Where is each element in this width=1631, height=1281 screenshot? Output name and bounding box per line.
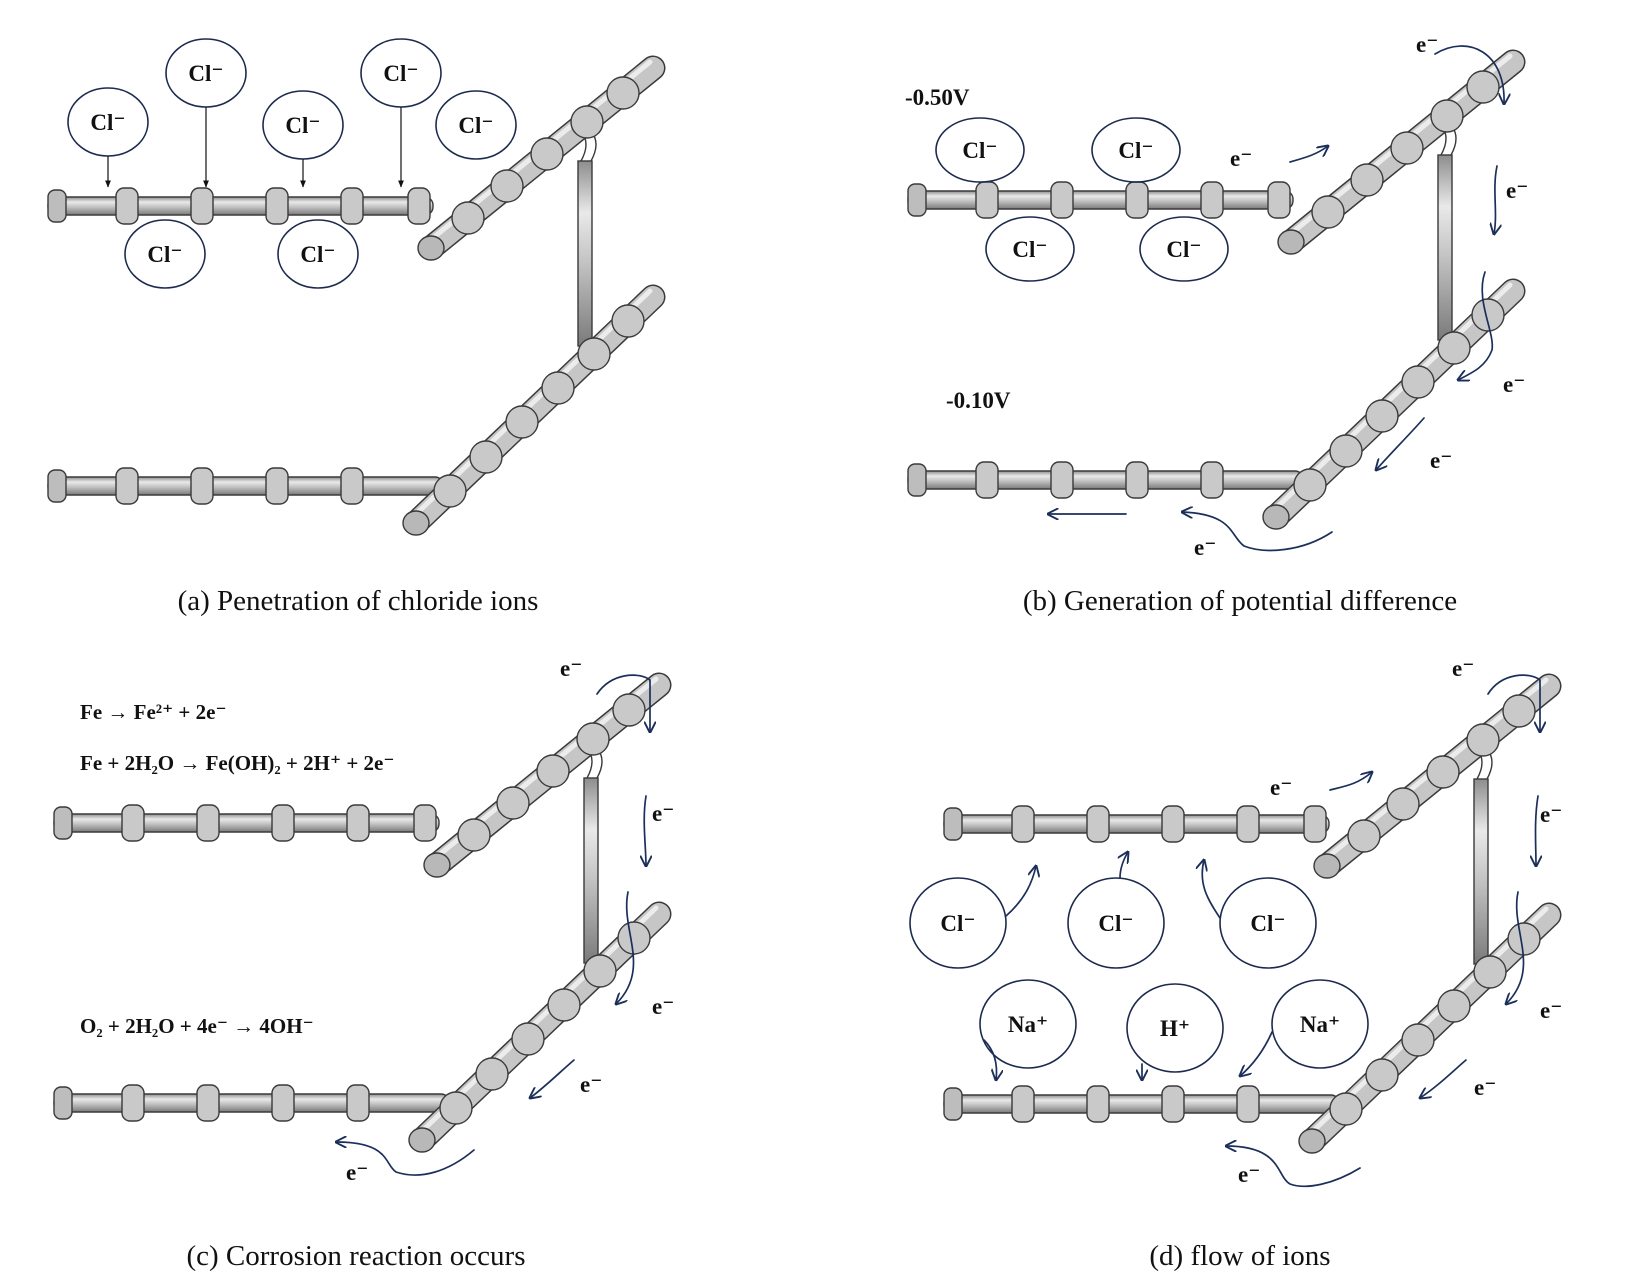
electron-label: e⁻ xyxy=(1452,656,1474,681)
electron-label: e⁻ xyxy=(1474,1075,1496,1100)
panel-d: Cl⁻ Cl⁻ Cl⁻ Na⁺ H⁺ Na⁺ e⁻ e⁻ e⁻ e⁻ e⁻ e⁻ xyxy=(909,656,1562,1272)
electron-labels-b: e⁻ e⁻ e⁻ e⁻ e⁻ e⁻ xyxy=(1194,32,1528,560)
rebar-cage-a xyxy=(48,62,653,535)
ion-label: Na⁺ xyxy=(1300,1012,1340,1037)
ion-label: Na⁺ xyxy=(1008,1012,1048,1037)
equation-hydroxide: Fe + 2H₂O → Fe(OH)₂ + 2H⁺ + 2e⁻ xyxy=(80,751,394,775)
electron-labels-c: e⁻ e⁻ e⁻ e⁻ e⁻ xyxy=(346,656,674,1185)
caption-c: (c) Corrosion reaction occurs xyxy=(186,1240,525,1272)
ion-label: Cl⁻ xyxy=(90,110,125,135)
electron-labels-d: e⁻ e⁻ e⁻ e⁻ e⁻ e⁻ xyxy=(1238,656,1562,1187)
panel-b: -0.50V -0.10V Cl⁻ Cl⁻ Cl⁻ Cl⁻ e⁻ e⁻ e⁻ e… xyxy=(905,32,1528,617)
electron-label: e⁻ xyxy=(580,1072,602,1097)
electron-label: e⁻ xyxy=(1194,535,1216,560)
caption-b: (b) Generation of potential difference xyxy=(1023,585,1457,617)
electron-flow-arrows-b xyxy=(1048,45,1504,552)
chloride-ions-b: Cl⁻ Cl⁻ Cl⁻ Cl⁻ xyxy=(935,117,1229,282)
ion-label: Cl⁻ xyxy=(1118,138,1153,163)
electron-label: e⁻ xyxy=(652,801,674,826)
ion-label: Cl⁻ xyxy=(147,242,182,267)
ion-label: Cl⁻ xyxy=(300,242,335,267)
caption-d: (d) flow of ions xyxy=(1149,1240,1330,1272)
ion-label: Cl⁻ xyxy=(1012,237,1047,262)
equation-anodic: Fe → Fe²⁺ + 2e⁻ xyxy=(80,700,227,724)
electron-flow-arrows-c xyxy=(336,674,650,1176)
electron-label: e⁻ xyxy=(1238,1162,1260,1187)
electron-label: e⁻ xyxy=(1503,372,1525,397)
ion-flow-arrows-d xyxy=(983,852,1273,1080)
electron-label: e⁻ xyxy=(1506,178,1528,203)
ion-label: Cl⁻ xyxy=(285,113,320,138)
ion-label: Cl⁻ xyxy=(188,61,223,86)
caption-a: (a) Penetration of chloride ions xyxy=(178,585,539,617)
rebar-cage-b xyxy=(908,56,1513,529)
electron-label: e⁻ xyxy=(1270,775,1292,800)
equation-cathodic: O₂ + 2H₂O + 4e⁻ → 4OH⁻ xyxy=(80,1014,314,1038)
ion-label: Cl⁻ xyxy=(940,911,975,936)
ion-label: Cl⁻ xyxy=(962,138,997,163)
penetration-arrows xyxy=(105,107,404,188)
ion-label: Cl⁻ xyxy=(383,61,418,86)
potential-top: -0.50V xyxy=(905,85,970,110)
chloride-ions-a: Cl⁻ Cl⁻ Cl⁻ Cl⁻ Cl⁻ Cl⁻ Cl⁻ xyxy=(67,38,517,289)
ion-label: H⁺ xyxy=(1160,1016,1190,1041)
ion-label: Cl⁻ xyxy=(458,113,493,138)
electron-label: e⁻ xyxy=(1416,32,1438,57)
ion-label: Cl⁻ xyxy=(1250,911,1285,936)
electron-label: e⁻ xyxy=(346,1160,368,1185)
cation-ions-d: Na⁺ H⁺ Na⁺ xyxy=(979,979,1369,1073)
rebar-cage-d xyxy=(944,680,1549,1153)
electron-label: e⁻ xyxy=(560,656,582,681)
electron-label: e⁻ xyxy=(652,994,674,1019)
electron-label: e⁻ xyxy=(1230,146,1252,171)
panel-a: Cl⁻ Cl⁻ Cl⁻ Cl⁻ Cl⁻ Cl⁻ Cl⁻ (a) Penetrat… xyxy=(48,38,653,617)
electron-label: e⁻ xyxy=(1540,802,1562,827)
rebar-cage-c xyxy=(54,679,659,1152)
electron-flow-arrows-d xyxy=(1226,674,1540,1188)
ion-label: Cl⁻ xyxy=(1098,911,1133,936)
electron-label: e⁻ xyxy=(1540,998,1562,1023)
ion-label: Cl⁻ xyxy=(1166,237,1201,262)
potential-bottom: -0.10V xyxy=(946,388,1011,413)
electron-label: e⁻ xyxy=(1430,448,1452,473)
chloride-ions-d: Cl⁻ Cl⁻ Cl⁻ xyxy=(909,877,1317,969)
panel-c: Fe → Fe²⁺ + 2e⁻ Fe + 2H₂O → Fe(OH)₂ + 2H… xyxy=(54,656,674,1272)
